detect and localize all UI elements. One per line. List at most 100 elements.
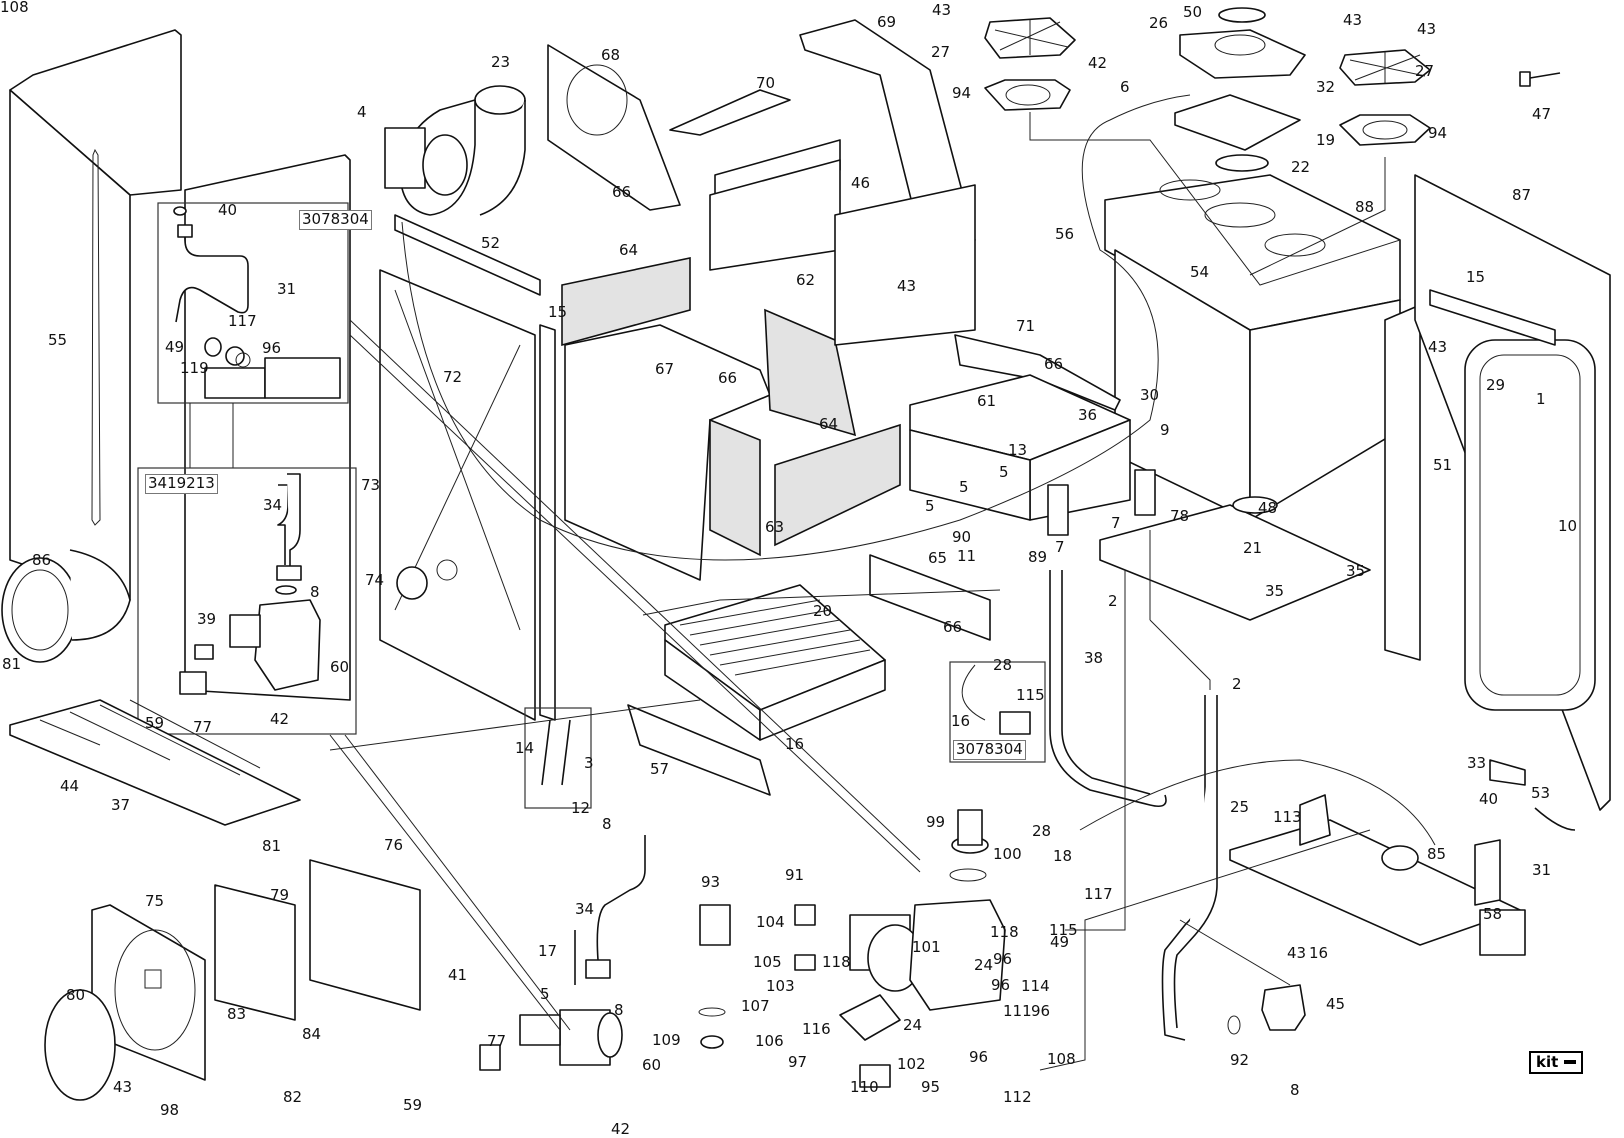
expansion-vessel-10 xyxy=(1464,339,1596,711)
part-callout: 45 xyxy=(1326,995,1346,1013)
sensor-33 xyxy=(1381,845,1419,871)
detail-frame-3419213 xyxy=(137,467,357,735)
part-callout: 47 xyxy=(1532,105,1552,123)
part-callout: 90 xyxy=(952,528,972,546)
part-callout: 4 xyxy=(357,103,367,121)
seal-ring-22 xyxy=(1215,154,1269,172)
part-callout: 61 xyxy=(977,392,997,410)
part-callout: 28 xyxy=(993,656,1013,674)
part-callout: 2 xyxy=(1232,675,1242,693)
part-callout: 58 xyxy=(1483,905,1503,923)
part-callout: 43 xyxy=(897,277,917,295)
main-frame-88 xyxy=(1104,174,1401,521)
part-callout: 26 xyxy=(1149,14,1169,32)
part-callout: 36 xyxy=(1078,406,1098,424)
bracket-58 xyxy=(1474,839,1501,906)
part-callout: 34 xyxy=(575,900,595,918)
part-callout: 22 xyxy=(1291,158,1311,176)
part-callout: 12 xyxy=(571,799,591,817)
part-callout: 33 xyxy=(1467,754,1487,772)
part-callout: 72 xyxy=(443,368,463,386)
part-callout: 41 xyxy=(448,966,468,984)
part-callout: 94 xyxy=(1428,124,1448,142)
part-callout: 28 xyxy=(1032,822,1052,840)
part-callout: 16 xyxy=(951,712,971,730)
part-callout: 107 xyxy=(741,997,770,1015)
strip-52 xyxy=(394,214,541,296)
part-callout: 102 xyxy=(897,1055,926,1073)
part-callout: 7 xyxy=(1055,538,1065,556)
part-callout: 55 xyxy=(48,331,68,349)
part-callout: 15 xyxy=(548,303,568,321)
part-callout: 43 xyxy=(1287,944,1307,962)
part-callout: 30 xyxy=(1140,386,1160,404)
part-callout: 43 xyxy=(1417,20,1437,38)
part-callout: 118 xyxy=(990,923,1019,941)
part-callout: 15 xyxy=(1466,268,1486,286)
drain-tap-93 xyxy=(698,904,731,1049)
part-callout: 104 xyxy=(756,913,785,931)
gasket-94-left xyxy=(984,79,1071,111)
part-callout: 46 xyxy=(851,174,871,192)
part-callout: 64 xyxy=(619,241,639,259)
overlay-80 xyxy=(44,989,116,1101)
reference-box-3078304-flow: 3078304 xyxy=(953,740,1026,760)
part-callout: 42 xyxy=(611,1120,631,1138)
part-callout: 5 xyxy=(959,478,969,496)
fan-23 xyxy=(384,85,526,216)
part-callout: 21 xyxy=(1243,539,1263,557)
part-callout: 49 xyxy=(165,338,185,356)
part-callout: 75 xyxy=(145,892,165,910)
electrodes-frame xyxy=(524,707,592,809)
part-callout: 89 xyxy=(1028,548,1048,566)
safety-valve-116 xyxy=(839,994,901,1088)
part-callout: 73 xyxy=(361,476,381,494)
part-callout: 66 xyxy=(612,183,632,201)
part-callout: 37 xyxy=(111,796,131,814)
part-callout: 5 xyxy=(540,985,550,1003)
part-callout: 24 xyxy=(974,956,994,974)
part-callout: 116 xyxy=(802,1020,831,1038)
oring-96 xyxy=(235,352,251,368)
part-callout: 65 xyxy=(928,549,948,567)
part-callout: 34 xyxy=(263,496,283,514)
part-callout: 56 xyxy=(1055,225,1075,243)
bracket-53 xyxy=(1489,759,1526,786)
minus-icon xyxy=(1564,1060,1577,1065)
part-callout: 77 xyxy=(487,1032,507,1050)
part-callout: 18 xyxy=(1053,847,1073,865)
part-callout: 101 xyxy=(912,938,941,956)
part-callout: 60 xyxy=(330,658,350,676)
reference-box-3078304: 3078304 xyxy=(299,210,372,230)
part-callout: 59 xyxy=(145,714,165,732)
part-callout: 77 xyxy=(193,718,213,736)
part-callout: 5 xyxy=(925,497,935,515)
pipe-31 xyxy=(173,206,249,323)
part-callout: 54 xyxy=(1190,263,1210,281)
part-callout: 92 xyxy=(1230,1051,1250,1069)
part-callout: 100 xyxy=(993,845,1022,863)
insulation-64b xyxy=(774,423,901,547)
part-callout: 64 xyxy=(819,415,839,433)
part-callout: 43 xyxy=(932,1,952,19)
part-callout: 96 xyxy=(993,950,1013,968)
flue-cover-27-right xyxy=(1339,49,1431,86)
part-callout: 105 xyxy=(753,953,782,971)
reference-box-3419213: 3419213 xyxy=(145,474,218,494)
part-callout: 85 xyxy=(1427,845,1447,863)
gas-valve-60 xyxy=(179,473,321,695)
sealed-chamber-panel-72 xyxy=(379,214,556,721)
part-callout: 68 xyxy=(601,46,621,64)
part-callout: 44 xyxy=(60,777,80,795)
part-callout: 118 xyxy=(822,953,851,971)
part-callout: 6 xyxy=(1120,78,1130,96)
part-callout: 80 xyxy=(66,986,86,1004)
part-callout: 76 xyxy=(384,836,404,854)
part-callout: 115 xyxy=(1016,686,1045,704)
pipe-31-right xyxy=(1534,807,1576,831)
part-callout: 13 xyxy=(1008,441,1028,459)
wall-bracket-47 xyxy=(1519,71,1531,87)
part-callout: 8 xyxy=(602,815,612,833)
part-callout: 43 xyxy=(1343,11,1363,29)
part-callout: 3 xyxy=(584,754,594,772)
